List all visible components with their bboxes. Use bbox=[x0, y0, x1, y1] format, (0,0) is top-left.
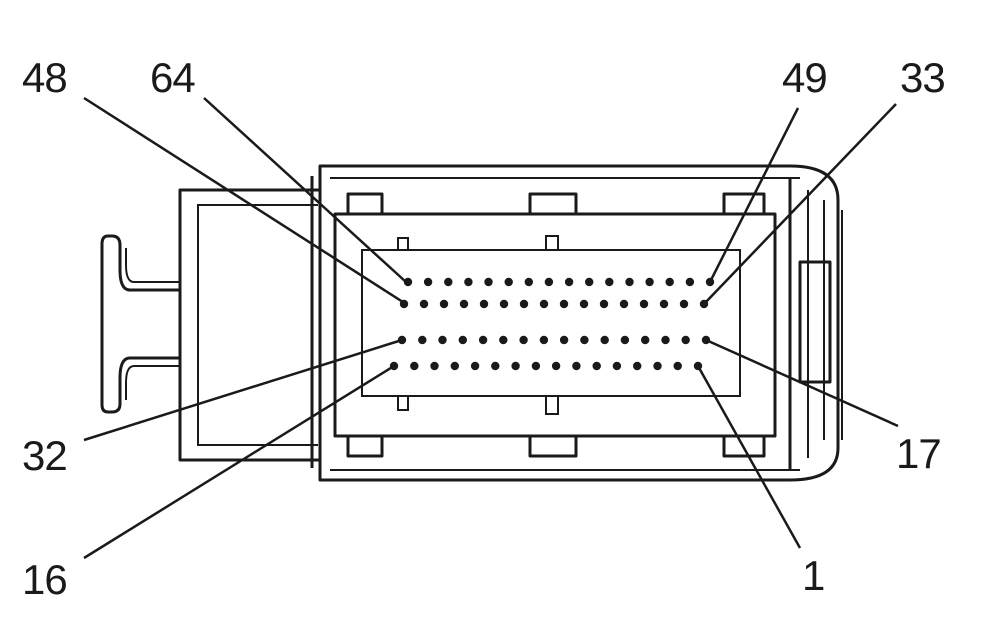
pin-row2-12 bbox=[619, 299, 629, 309]
key-tab-bottom-center bbox=[528, 434, 578, 458]
connector-pins bbox=[389, 277, 715, 371]
pin-row3-11 bbox=[600, 335, 609, 345]
connector-latch-tab-inner-2 bbox=[125, 365, 180, 400]
leader-49 bbox=[708, 107, 800, 283]
pin-row1-9 bbox=[564, 277, 574, 287]
key-tab-top-right bbox=[722, 192, 766, 216]
leader-32 bbox=[83, 338, 403, 442]
pin-labels: 48 64 49 33 32 16 17 1 bbox=[22, 54, 946, 603]
pin-label-48: 48 bbox=[22, 54, 67, 101]
pin-row3-9 bbox=[559, 335, 569, 345]
pin-row3-7 bbox=[519, 335, 528, 345]
pin-label-32: 32 bbox=[22, 432, 67, 479]
leader-33 bbox=[703, 103, 897, 305]
pin-row3-5 bbox=[478, 335, 488, 345]
pin-row3-14 bbox=[661, 335, 670, 345]
pin-row3-12 bbox=[620, 335, 630, 345]
pin-row4-9 bbox=[551, 361, 561, 371]
pin-row1-11 bbox=[605, 277, 614, 287]
pin-row4-8 bbox=[531, 361, 541, 371]
pin-row2-6 bbox=[499, 299, 509, 309]
leader-16 bbox=[83, 364, 395, 560]
pin-row1-12 bbox=[625, 277, 634, 287]
connector-latch bbox=[178, 188, 320, 462]
pin-row2-10 bbox=[579, 299, 589, 309]
connector-latch-tab bbox=[100, 234, 180, 414]
pin-row4-5 bbox=[470, 361, 480, 371]
pin-row2-9 bbox=[559, 299, 569, 309]
cavity-key-top-center bbox=[545, 235, 559, 251]
pin-row1-7 bbox=[524, 277, 533, 287]
cavity-key-bottom-center bbox=[545, 395, 559, 415]
leader-17 bbox=[705, 338, 899, 428]
pin-row3-13 bbox=[641, 335, 650, 345]
leader-48 bbox=[83, 96, 407, 306]
pin-row2-4 bbox=[459, 299, 469, 309]
pin-row2-15 bbox=[679, 299, 689, 309]
pin-row3-3 bbox=[438, 335, 447, 345]
pin-row2-11 bbox=[599, 299, 609, 309]
pin-label-64: 64 bbox=[150, 54, 195, 101]
pin-row1-6 bbox=[504, 277, 513, 287]
pin-row3-6 bbox=[499, 335, 508, 345]
pin-row2-5 bbox=[479, 299, 489, 309]
pin-row3-10 bbox=[580, 335, 589, 345]
pin-row4-14 bbox=[653, 361, 662, 371]
pin-label-49: 49 bbox=[782, 54, 827, 101]
leader-lines bbox=[83, 96, 899, 560]
pin-label-33: 33 bbox=[900, 54, 945, 101]
key-tab-top-left bbox=[346, 192, 384, 216]
pin-row4-7 bbox=[511, 361, 520, 371]
connector-inner-frame bbox=[333, 212, 777, 438]
pin-row4-10 bbox=[572, 361, 581, 371]
pin-row1-14 bbox=[665, 277, 674, 287]
pin-row4-3 bbox=[430, 361, 439, 371]
pin-label-16: 16 bbox=[22, 556, 67, 603]
pin-row4-13 bbox=[633, 361, 642, 371]
cavity-key-bottom-left bbox=[397, 395, 409, 411]
pin-row2-7 bbox=[519, 299, 529, 309]
pin-row4-11 bbox=[592, 361, 601, 371]
pin-row1-3 bbox=[444, 277, 453, 287]
pin-row1-10 bbox=[585, 277, 594, 287]
key-tab-bottom-left bbox=[346, 434, 384, 458]
pin-row3-2 bbox=[418, 335, 427, 345]
connector-pin-cavity bbox=[361, 249, 741, 397]
connector-outer-shell bbox=[318, 164, 840, 482]
pin-row1-4 bbox=[464, 277, 473, 287]
pin-row4-4 bbox=[450, 361, 459, 371]
pin-row2-2 bbox=[419, 299, 429, 309]
pin-row3-15 bbox=[681, 335, 690, 345]
pin-row4-2 bbox=[410, 361, 419, 371]
pin-row4-12 bbox=[612, 361, 622, 371]
pin-row1-13 bbox=[645, 277, 654, 287]
pin-row2-13 bbox=[639, 299, 649, 309]
pin-row3-8 bbox=[539, 335, 549, 345]
pin-row2-3 bbox=[439, 299, 449, 309]
leader-64 bbox=[203, 97, 407, 283]
pin-row1-2 bbox=[423, 277, 433, 287]
pin-row1-8 bbox=[544, 277, 554, 287]
pin-row1-5 bbox=[484, 277, 493, 287]
connector-end-cap-block bbox=[798, 260, 832, 384]
pin-label-1: 1 bbox=[802, 552, 824, 599]
connector-housing bbox=[100, 164, 843, 482]
key-tab-bottom-right bbox=[722, 434, 766, 458]
pin-row2-8 bbox=[539, 299, 549, 309]
cavity-key-top-left bbox=[397, 237, 409, 251]
connector-latch-inner bbox=[197, 204, 318, 446]
connector-latch-tab-inner bbox=[125, 248, 180, 283]
pin-row1-15 bbox=[685, 277, 695, 287]
pin-row2-14 bbox=[659, 299, 669, 309]
key-tab-top-center bbox=[528, 192, 578, 216]
pin-label-17: 17 bbox=[896, 430, 941, 477]
pin-row4-6 bbox=[491, 361, 500, 371]
pin-row4-15 bbox=[673, 361, 682, 371]
leader-1 bbox=[696, 365, 802, 549]
pin-row1-1 bbox=[403, 277, 413, 287]
pin-row3-4 bbox=[458, 335, 467, 345]
